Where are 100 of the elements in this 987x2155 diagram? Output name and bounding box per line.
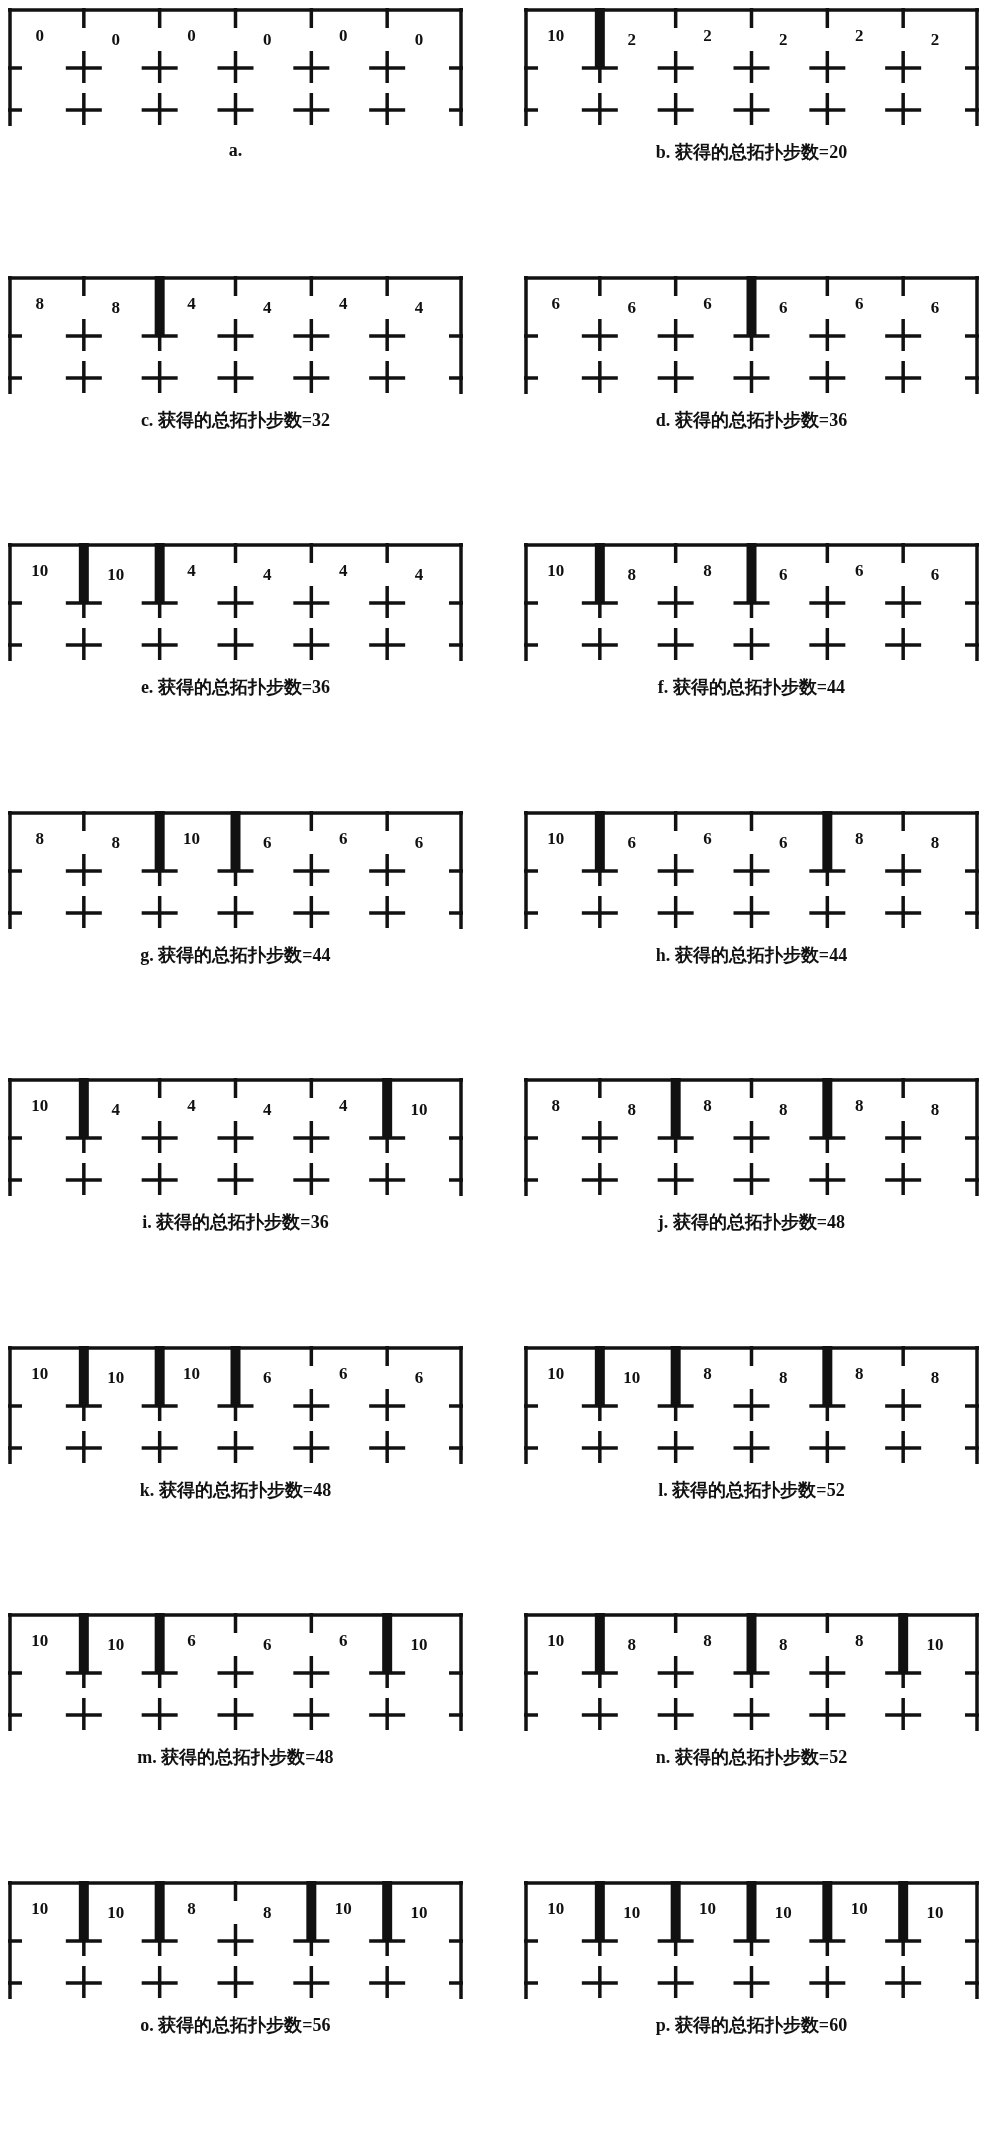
cell-value: 8 — [187, 1898, 196, 1919]
cell-value: 8 — [779, 1635, 788, 1655]
cell-value: 6 — [627, 832, 636, 853]
grid-panel — [8, 275, 463, 394]
cell-value: 0 — [263, 30, 272, 50]
grid-panel — [524, 1613, 979, 1731]
panel-label: a. — [228, 140, 243, 161]
panel-label: e. 获得的总拓扑步数=36 — [140, 676, 331, 699]
cell-value: 6 — [854, 561, 864, 581]
cell-value: 8 — [111, 832, 120, 853]
cell-value: 10 — [334, 1898, 352, 1919]
cell-value: 4 — [187, 293, 196, 314]
cell-value: 6 — [703, 293, 712, 314]
cell-value: 4 — [263, 1100, 272, 1120]
grid-panel — [524, 1345, 979, 1464]
cell-value: 6 — [930, 565, 940, 585]
cell-value: 10 — [926, 1635, 944, 1655]
cell-value: 6 — [414, 1367, 424, 1388]
cell-value: 10 — [699, 1898, 716, 1919]
cell-value: 6 — [779, 565, 788, 585]
cell-value: 6 — [854, 293, 864, 314]
grid-panel — [524, 8, 979, 126]
cell-value: 0 — [414, 30, 424, 50]
panel-label: p. 获得的总拓扑步数=60 — [655, 2013, 848, 2037]
cell-value: 2 — [854, 26, 864, 46]
cell-value: 6 — [263, 832, 272, 853]
cell-value: 10 — [623, 1902, 641, 1923]
cell-value: 4 — [414, 297, 424, 318]
panel-label: l. 获得的总拓扑步数=52 — [658, 1478, 845, 1502]
cell-value: 10 — [410, 1902, 428, 1923]
cell-value: 8 — [35, 293, 45, 314]
grid-panel — [8, 1613, 463, 1731]
cell-value: 8 — [930, 832, 940, 853]
cell-value: 2 — [703, 26, 712, 46]
cell-value: 6 — [551, 293, 561, 314]
grid-panel — [8, 8, 463, 126]
cell-value: 8 — [703, 1631, 712, 1651]
cell-value: 6 — [187, 1631, 196, 1651]
cell-value: 10 — [547, 26, 565, 46]
cell-value: 2 — [779, 30, 788, 50]
cell-value: 4 — [263, 565, 272, 585]
cell-value: 6 — [703, 828, 712, 849]
cell-value: 8 — [627, 565, 636, 585]
panel-label: g. 获得的总拓扑步数=44 — [140, 943, 331, 967]
cell-value: 8 — [703, 561, 712, 581]
grid-panel — [524, 1078, 979, 1196]
cell-value: 4 — [187, 561, 196, 581]
cell-value: 0 — [338, 26, 348, 46]
cell-value: 0 — [35, 26, 45, 46]
panel-label: k. 获得的总拓扑步数=48 — [139, 1478, 332, 1502]
panel-label: c. 获得的总拓扑步数=32 — [140, 408, 331, 432]
cell-value: 4 — [263, 297, 272, 318]
cell-value: 10 — [107, 1635, 125, 1655]
cell-value: 2 — [627, 30, 636, 50]
cell-value: 10 — [547, 828, 565, 849]
cell-value: 6 — [263, 1367, 272, 1388]
cell-value: 4 — [338, 293, 348, 314]
cell-value: 4 — [187, 1096, 196, 1116]
cell-value: 8 — [779, 1367, 788, 1388]
cell-value: 10 — [623, 1367, 641, 1388]
cell-value: 10 — [547, 1631, 565, 1651]
cell-value: 10 — [926, 1902, 944, 1923]
grid-panel — [8, 810, 463, 929]
panel-label: o. 获得的总拓扑步数=56 — [140, 2013, 331, 2037]
cell-value: 8 — [35, 828, 45, 849]
cell-value: 8 — [930, 1100, 940, 1120]
cell-value: 8 — [779, 1100, 788, 1120]
cell-value: 0 — [111, 30, 120, 50]
cell-value: 4 — [338, 561, 348, 581]
panel-label: m. 获得的总拓扑步数=48 — [137, 1746, 334, 1769]
cell-value: 8 — [627, 1635, 636, 1655]
cell-value: 10 — [547, 1898, 565, 1919]
cell-value: 8 — [263, 1902, 272, 1923]
cell-value: 10 — [774, 1902, 792, 1923]
cell-value: 6 — [627, 297, 636, 318]
cell-value: 4 — [338, 1096, 348, 1116]
cell-value: 6 — [263, 1635, 272, 1655]
grid-panel — [524, 543, 979, 661]
panel-label: b. 获得的总拓扑步数=20 — [655, 141, 848, 164]
cell-value: 8 — [627, 1100, 636, 1120]
cell-value: 6 — [338, 1363, 348, 1384]
cell-value: 10 — [107, 565, 125, 585]
cell-value: 10 — [31, 1096, 49, 1116]
cell-value: 10 — [547, 561, 565, 581]
cell-value: 8 — [854, 1096, 864, 1116]
cell-value: 10 — [410, 1100, 428, 1120]
cell-value: 8 — [111, 297, 120, 318]
grid-panel — [8, 1345, 463, 1464]
cell-value: 6 — [779, 297, 788, 318]
cell-value: 6 — [338, 828, 348, 849]
grid-panel — [8, 1078, 463, 1196]
cell-value: 6 — [930, 297, 940, 318]
cell-value: 4 — [111, 1100, 120, 1120]
cell-value: 8 — [930, 1367, 940, 1388]
cell-value: 10 — [107, 1902, 125, 1923]
cell-value: 10 — [31, 1631, 49, 1651]
panel-label: h. 获得的总拓扑步数=44 — [655, 943, 848, 967]
grid-panel — [524, 275, 979, 394]
panel-label: j. 获得的总拓扑步数=48 — [657, 1211, 846, 1234]
panel-label: d. 获得的总拓扑步数=36 — [655, 408, 848, 432]
